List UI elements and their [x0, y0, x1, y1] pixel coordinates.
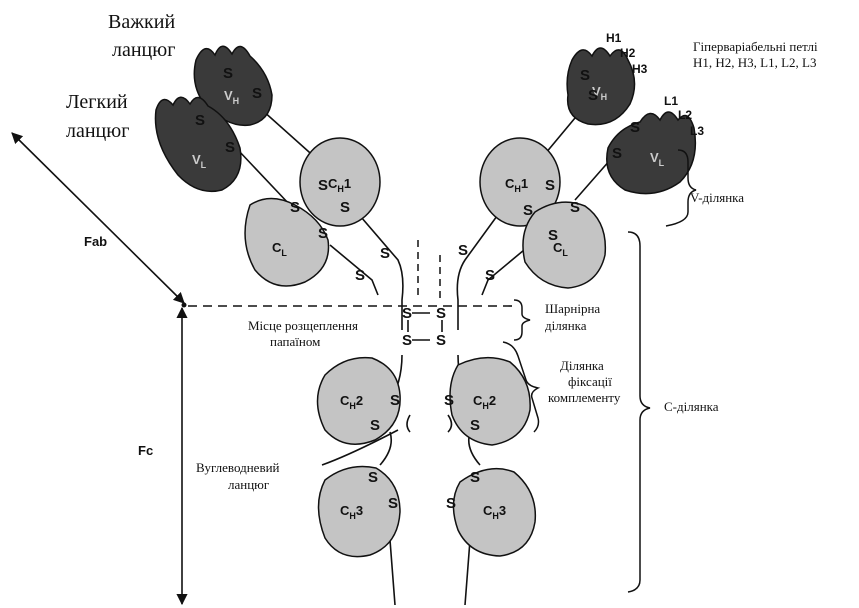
light-chain-label-1: Легкий: [66, 91, 128, 113]
loop-label-h1: H1: [606, 31, 622, 45]
disulfide-s-11: S: [580, 67, 590, 84]
loop-label-l3: L3: [690, 124, 704, 138]
disulfide-s-22: S: [436, 305, 446, 322]
disulfide-s-10: S: [355, 267, 365, 284]
heavy-chain-label-2: ланцюг: [112, 39, 175, 61]
disulfide-s-26: S: [370, 417, 380, 434]
disulfide-s-20: S: [485, 267, 495, 284]
disulfide-s-32: S: [446, 495, 456, 512]
disulfide-s-28: S: [470, 417, 480, 434]
disulfide-s-25: S: [390, 392, 400, 409]
hinge-brace: [514, 300, 530, 340]
papain-label-1: Місце розщеплення: [248, 318, 358, 333]
c-region-label: С-ділянка: [664, 399, 719, 414]
disulfide-s-4: S: [225, 139, 235, 156]
disulfide-s-2: S: [252, 85, 262, 102]
hinge-label-1: Шарнірна: [545, 301, 600, 316]
chain-lines: [238, 100, 632, 605]
light-chain-label-2: ланцюг: [66, 120, 129, 142]
fc-label: Fc: [138, 443, 153, 458]
disulfide-s-1: S: [223, 65, 233, 82]
disulfide-s-3: S: [195, 112, 205, 129]
disulfide-s-19: S: [458, 242, 468, 259]
loop-label-h2: H2: [620, 46, 636, 60]
disulfide-s-16: S: [523, 202, 533, 219]
hypervariable-label-2: H1, H2, H3, L1, L2, L3: [693, 55, 817, 70]
disulfide-s-6: S: [340, 199, 350, 216]
arrow-origin-dot: [182, 303, 187, 308]
hinge-dashes: [418, 240, 440, 300]
complement-label-1: Ділянка: [560, 358, 604, 373]
disulfide-s-29: S: [368, 469, 378, 486]
disulfide-s-7: S: [290, 199, 300, 216]
disulfide-s-24: S: [436, 332, 446, 349]
papain-label-2: папаїном: [270, 334, 320, 349]
fab-label: Fab: [84, 234, 107, 249]
disulfide-s-23: S: [402, 332, 412, 349]
disulfide-s-8: S: [318, 225, 328, 242]
disulfide-s-21: S: [402, 305, 412, 322]
hypervariable-label-1: Гіперваріабельні петлі: [693, 39, 818, 54]
disulfide-s-30: S: [388, 495, 398, 512]
loop-label-h3: H3: [632, 62, 648, 76]
complement-label-2: фіксації: [568, 374, 612, 389]
disulfide-s-18: S: [548, 227, 558, 244]
loop-label-l1: L1: [664, 94, 678, 108]
disulfide-s-27: S: [444, 392, 454, 409]
c-region-brace: [628, 232, 650, 592]
hinge-label-2: ділянка: [545, 318, 587, 333]
disulfide-s-14: S: [612, 145, 622, 162]
disulfide-s-9: S: [380, 245, 390, 262]
disulfide-s-13: S: [630, 119, 640, 136]
cl-domain-right: [523, 202, 605, 288]
carbohydrate-label-1: Вуглеводневий: [196, 460, 280, 475]
carbohydrate-label-2: ланцюг: [228, 477, 269, 492]
v-region-label: V-ділянка: [690, 190, 744, 205]
heavy-chain-label-1: Важкий: [108, 11, 175, 33]
disulfide-s-5: S: [318, 177, 328, 194]
disulfide-s-17: S: [570, 199, 580, 216]
complement-label-3: комплементу: [548, 390, 621, 405]
disulfide-s-15: S: [545, 177, 555, 194]
loop-label-l2: L2: [678, 108, 692, 122]
fab-arrow: [12, 133, 184, 303]
disulfide-s-31: S: [470, 469, 480, 486]
disulfide-s-12: S: [588, 87, 598, 104]
